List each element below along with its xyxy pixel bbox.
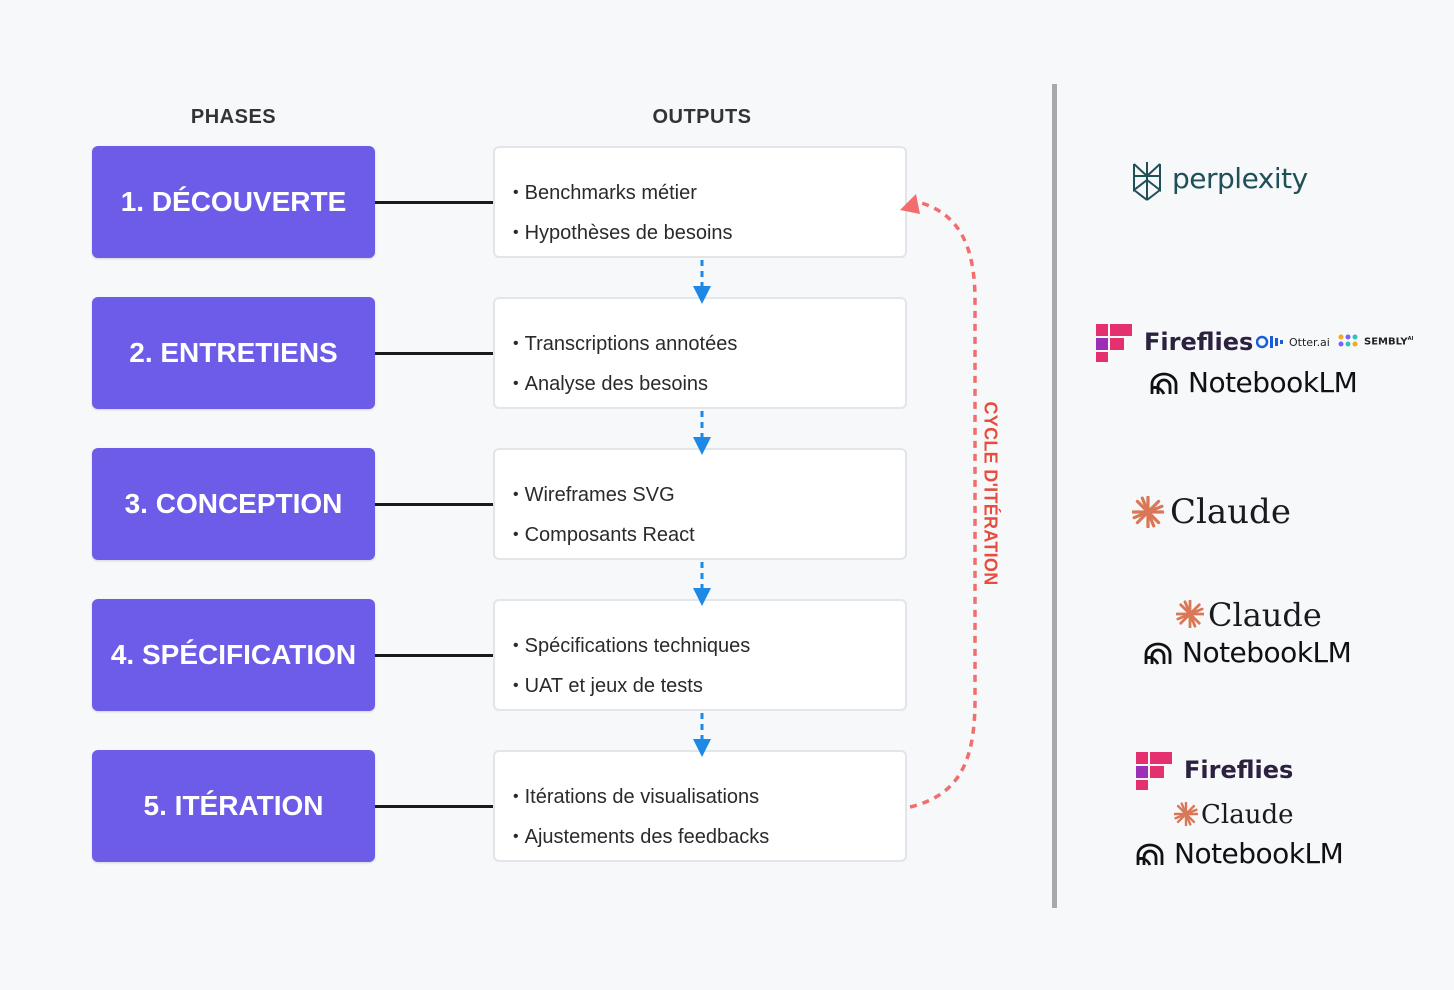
output-item: UAT et jeux de tests bbox=[513, 667, 905, 707]
otter-wordmark: Otter.ai bbox=[1289, 336, 1330, 349]
phase-box-specification: 4. SPÉCIFICATION bbox=[92, 599, 375, 711]
phases-header: PHASES bbox=[190, 106, 277, 128]
outputs-header: OUTPUTS bbox=[652, 106, 752, 128]
notebooklm-wordmark: NotebookLM bbox=[1188, 366, 1358, 399]
output-item: Ajustements des feedbacks bbox=[513, 818, 905, 858]
output-item: Itérations de visualisations bbox=[513, 778, 905, 818]
output-item: Hypothèses de besoins bbox=[513, 214, 905, 254]
otter-icon bbox=[1255, 335, 1286, 354]
phase-label: 2. ENTRETIENS bbox=[129, 337, 338, 368]
phase-connector bbox=[375, 352, 493, 355]
claude-wordmark: Claude bbox=[1201, 800, 1294, 830]
notebooklm-icon bbox=[1144, 642, 1172, 671]
fireflies-icon bbox=[1096, 324, 1132, 367]
fireflies-icon bbox=[1136, 752, 1172, 795]
output-box-iteration: Itérations de visualisations Ajustements… bbox=[493, 750, 907, 862]
section-divider bbox=[1052, 84, 1057, 908]
cycle-arrow bbox=[900, 194, 977, 809]
perplexity-logo bbox=[1131, 160, 1163, 207]
phase-box-entretiens: 2. ENTRETIENS bbox=[92, 297, 375, 409]
phase-connector bbox=[375, 503, 493, 506]
phase-connector bbox=[375, 805, 493, 808]
phase-box-decouverte: 1. DÉCOUVERTE bbox=[92, 146, 375, 258]
phase-connector bbox=[375, 654, 493, 657]
down-arrow bbox=[693, 562, 711, 606]
sembly-sup: AI bbox=[1407, 336, 1414, 342]
notebooklm-icon bbox=[1136, 843, 1164, 872]
phase-label: 4. SPÉCIFICATION bbox=[110, 639, 357, 670]
output-box-decouverte: Benchmarks métier Hypothèses de besoins bbox=[493, 146, 907, 258]
perplexity-wordmark: perplexity bbox=[1172, 162, 1308, 195]
output-item: Analyse des besoins bbox=[513, 365, 905, 405]
down-arrow bbox=[693, 713, 711, 757]
notebooklm-icon bbox=[1150, 372, 1178, 401]
phase-label: 3. CONCEPTION bbox=[124, 488, 343, 519]
phase-connector bbox=[375, 201, 493, 204]
sembly-icon bbox=[1338, 334, 1360, 353]
output-box-specification: Spécifications techniques UAT et jeux de… bbox=[493, 599, 907, 711]
phase-box-conception: 3. CONCEPTION bbox=[92, 448, 375, 560]
sembly-wordmark: SEMBLYAI bbox=[1364, 336, 1413, 347]
perplexity-icon bbox=[1133, 162, 1161, 201]
notebooklm-wordmark: NotebookLM bbox=[1174, 837, 1344, 870]
output-item: Spécifications techniques bbox=[513, 627, 905, 667]
output-item: Benchmarks métier bbox=[513, 174, 905, 214]
claude-wordmark: Claude bbox=[1208, 596, 1322, 634]
claude-icon bbox=[1175, 599, 1205, 633]
fireflies-wordmark: Fireflies bbox=[1184, 756, 1294, 784]
sembly-name: SEMBLY bbox=[1364, 336, 1408, 348]
output-item: Wireframes SVG bbox=[513, 476, 905, 516]
output-box-entretiens: Transcriptions annotées Analyse des beso… bbox=[493, 297, 907, 409]
phase-box-iteration: 5. ITÉRATION bbox=[92, 750, 375, 862]
cycle-label: CYCLE D'ITÉRATION bbox=[980, 401, 1001, 586]
claude-wordmark: Claude bbox=[1170, 492, 1291, 532]
output-item: Transcriptions annotées bbox=[513, 325, 905, 365]
down-arrow bbox=[693, 411, 711, 455]
notebooklm-wordmark: NotebookLM bbox=[1182, 636, 1352, 669]
claude-icon bbox=[1131, 495, 1165, 533]
claude-icon bbox=[1173, 801, 1199, 831]
phase-label: 1. DÉCOUVERTE bbox=[120, 186, 347, 217]
down-arrow bbox=[693, 260, 711, 304]
phase-label: 5. ITÉRATION bbox=[143, 790, 324, 821]
fireflies-wordmark: Fireflies bbox=[1144, 328, 1254, 356]
output-item: Composants React bbox=[513, 516, 905, 556]
